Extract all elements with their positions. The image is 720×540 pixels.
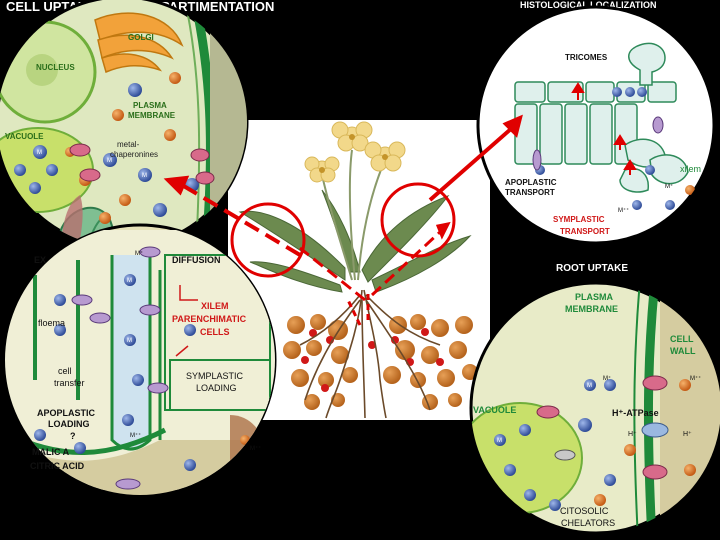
label-citosolic-1: CITOSOLIC [560,506,609,516]
label-vacuole: VACUOLE [5,132,44,141]
label-ion-plus-plus-root: M⁺⁺ [690,375,701,382]
label-plasma-membrane-root-2: MEMBRANE [565,304,618,314]
label-golgi: GOLGI [128,33,154,42]
label-plasma-membrane-2: MEMBRANE [128,111,176,120]
label-xilem-parenchima-3: CELLS [200,327,230,337]
label-ion-plus-plus-histo: M⁺⁺ [618,207,629,214]
label-chaperonines-1: metal- [117,140,140,149]
label-malic: MALIC A [32,447,70,457]
label-cell-wall-1: CELL [670,334,694,344]
leaf-highlight-left [230,202,306,278]
label-symplastic-transport-2: TRANSPORT [560,227,610,236]
label-xilem: xilem [680,164,701,174]
leaf-highlight-right [380,182,456,258]
label-nucleus: NUCLEUS [36,63,75,72]
label-ion: M [127,278,132,284]
label-ion: M [37,150,42,156]
label-ion: M [497,438,502,444]
label-chaperonines-2: chaperonines [110,150,158,159]
label-apoplastic-1: APOPLASTIC [37,408,96,418]
label-citosolic-2: CHELATORS [561,518,615,528]
label-h-plus-right: H⁺ [683,431,692,438]
heading-histological: HISTOLOGICAL LOCALIZATION [520,0,657,10]
label-ion-plus-histo: M⁺ [665,183,673,190]
label-vacuole-root: VACUOLE [473,405,516,415]
label-cell-transfer-2: transfer [54,378,85,388]
label-apoplastic-transport-1: APOPLASTIC [505,178,557,187]
cell-compartment-circle: GOLGI NUCLEUS PLASMA MEMBRANE VACUOLE me… [0,0,249,249]
plant-photo [228,120,490,420]
label-xilem-parenchima-1: XILEM [201,301,229,311]
label-plasma-membrane-1: PLASMA [133,101,167,110]
histological-circle: TRICOMES APOPLASTIC TRANSPORT SYMPLASTIC… [476,5,716,245]
label-ion-plus-plus-2: M⁺⁺ [250,445,261,452]
label-ion-plus-plus: M⁺⁺ [130,432,141,439]
label-xilem-parenchima-2: PARENCHIMATIC [172,314,247,324]
heading-root-uptake: ROOT UPTAKE [556,263,629,274]
label-symplastic-loading-1: SYMPLASTIC [186,371,244,381]
label-floema: floema [38,318,65,328]
label-apoplastic-2: LOADING [48,419,90,429]
label-apoplastic-transport-2: TRANSPORT [505,188,555,197]
arrow-to-histological-panel [428,114,523,202]
label-ion-plus: M⁺ [135,250,143,257]
label-symplastic-transport-1: SYMPLASTIC [553,215,605,224]
label-excretion: EX [34,255,46,265]
label-atpase: H⁺-ATPase [612,408,659,418]
label-ion: M [127,338,132,344]
arrow-to-cell-panel [163,175,302,257]
label-ion: M [107,158,112,164]
label-h-plus-left: H⁺ [628,431,637,438]
label-diffusion: DIFFUSION [172,255,221,265]
label-plasma-membrane-root-1: PLASMA [575,292,614,302]
root-uptake-circle: PLASMA MEMBRANE CELL WALL VACUOLE H⁺-ATP… [469,281,720,535]
label-question: ? [70,431,76,441]
label-citric: CITRIC ACID [30,461,85,471]
arrow-plant-up-left [299,221,451,326]
label-ion: M [142,173,147,179]
label-tricomes: TRICOMES [565,53,608,62]
label-cell-transfer-1: cell [58,366,72,376]
label-cell-wall-2: WALL [670,346,696,356]
label-symplastic-loading-2: LOADING [196,383,237,393]
xilem-loading-circle: EX DIFFUSION APOPLASTIC LOADING ? MALIC … [3,223,277,497]
label-ion-plus-root: M⁺ [603,375,611,382]
label-ion: M [587,383,592,389]
